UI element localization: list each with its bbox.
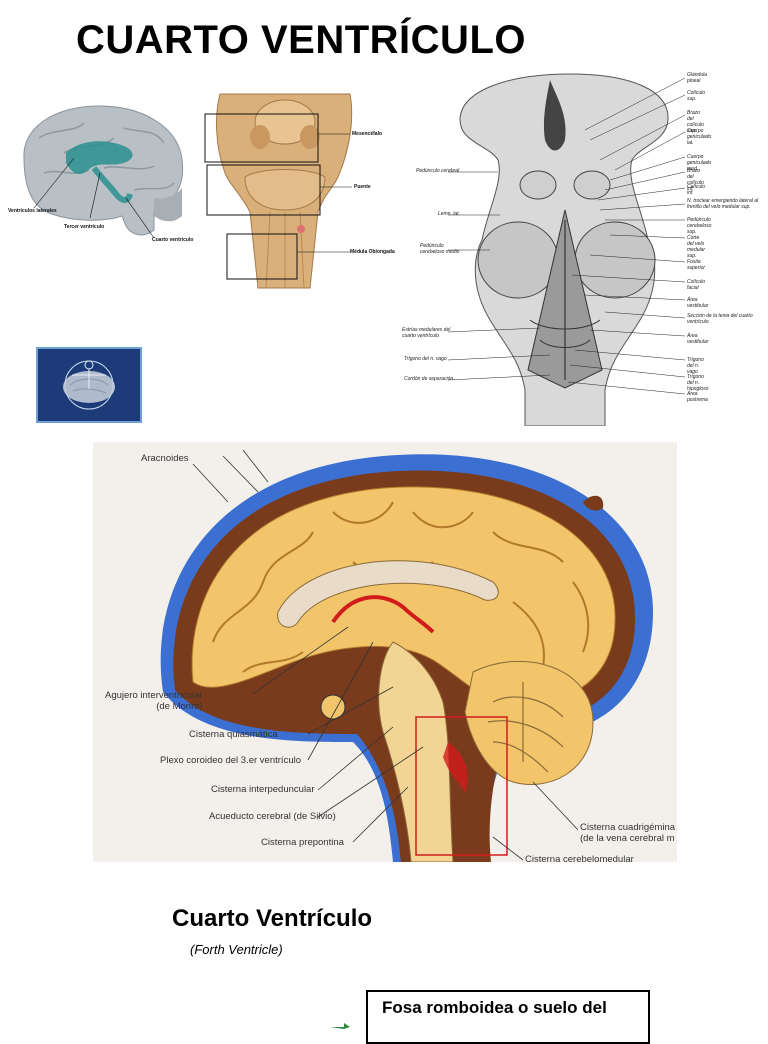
label-monro: Agujero interventricular (de Monro): [105, 690, 203, 712]
label-quadrigeminal-cistern: Cisterna cuadrigémina: [580, 822, 676, 833]
right-label: Trígono del n. hipogloso: [687, 374, 709, 392]
left-label: Pedúnculo cerebral: [416, 168, 460, 174]
note-box: Fosa romboidea o suelo del: [366, 990, 650, 1044]
brain-ventricles-illustration: [23, 105, 184, 239]
label-fourth-ventricle: Cuarto ventrículo: [152, 237, 194, 243]
note-text: Fosa romboidea o suelo del: [382, 998, 607, 1017]
left-label: Pedúnculo cerebeloso medio: [420, 243, 460, 255]
right-label: Colículo sup.: [687, 90, 706, 102]
page-title: CUARTO VENTRÍCULO: [76, 18, 526, 62]
right-label: Pedúnculo cerebeloso sup.: [687, 217, 712, 235]
right-label: Cuerpo geniculado med.: [687, 154, 712, 172]
dorsal-brainstem-figure: Glándula pineal Colículo sup. Brazo del …: [400, 70, 768, 427]
right-label: Área vestibular: [687, 297, 709, 309]
right-label: Brazo del colículo inf.: [687, 168, 704, 192]
right-label: Área vestibular: [687, 333, 709, 345]
right-label: Glándula pineal: [687, 72, 708, 84]
label-quadrigeminal-cistern-2: (de la vena cerebral m: [580, 833, 675, 844]
left-label: Cordón de separación: [404, 376, 454, 382]
label-pons: Puente: [354, 184, 371, 190]
left-label: Trígono del n. vago: [404, 356, 447, 362]
left-label: Estrías medulares del cuarto ventrículo: [402, 327, 451, 339]
label-medulla: Médula Oblongada: [350, 249, 395, 255]
label-interpeduncular-cistern: Cisterna interpeduncular: [211, 784, 315, 795]
vitruvian-logo-illustration: [63, 360, 115, 410]
right-label: Brazo del colículo sup.: [687, 110, 704, 134]
right-label: Colículo inf.: [687, 184, 706, 196]
right-label: Corte del velo medular sup.: [687, 235, 706, 259]
right-label: Área postrema: [687, 391, 708, 403]
brainstem-illustration: [204, 93, 353, 289]
label-cerebellomedullary-cistern: Cisterna cerebelomedular: [525, 854, 634, 862]
right-label: Colículo facial: [687, 279, 706, 291]
department-logo: [36, 347, 142, 423]
label-lateral-ventricles: Ventrículos laterales: [8, 208, 57, 214]
right-label: N. troclear emergiendo lateral al frenil…: [687, 198, 759, 210]
right-label: Fosita superior: [687, 259, 706, 271]
left-label: Lemn. lat.: [438, 211, 460, 217]
label-midbrain: Mesencéfalo: [352, 131, 383, 137]
label-choroid-plexus: Plexo coroideo del 3.er ventrículo: [160, 755, 301, 766]
right-label: Trígono del n. vago: [687, 357, 704, 375]
label-arachnoid: Aracnoides: [141, 453, 189, 464]
brainstem-figure: Mesencéfalo Puente Médula Oblongada: [200, 92, 400, 290]
label-third-ventricle: Tercer ventrículo: [64, 224, 105, 230]
label-chiasmatic-cistern: Cisterna quiasmática: [189, 729, 278, 740]
brain-ventricles-figure: Ventrículos laterales Tercer ventrículo …: [4, 98, 196, 246]
label-prepontine-cistern: Cisterna prepontina: [261, 837, 344, 848]
section-title: Cuarto Ventrículo: [172, 905, 373, 932]
right-label: Sección de la tenia del cuarto ventrícul…: [687, 313, 753, 325]
sagittal-csf-figure: Aracnoides Agujero interventricular (de …: [93, 442, 677, 862]
sagittal-csf-illustration: [160, 449, 653, 862]
arrow-icon: [330, 1016, 350, 1034]
section-caption: (Forth Ventricle): [190, 942, 283, 957]
dorsal-brainstem-illustration: [447, 73, 686, 427]
right-label: Cuerpo geniculado lat.: [687, 128, 712, 146]
label-aqueduct: Acueducto cerebral (de Silvio): [209, 811, 336, 822]
